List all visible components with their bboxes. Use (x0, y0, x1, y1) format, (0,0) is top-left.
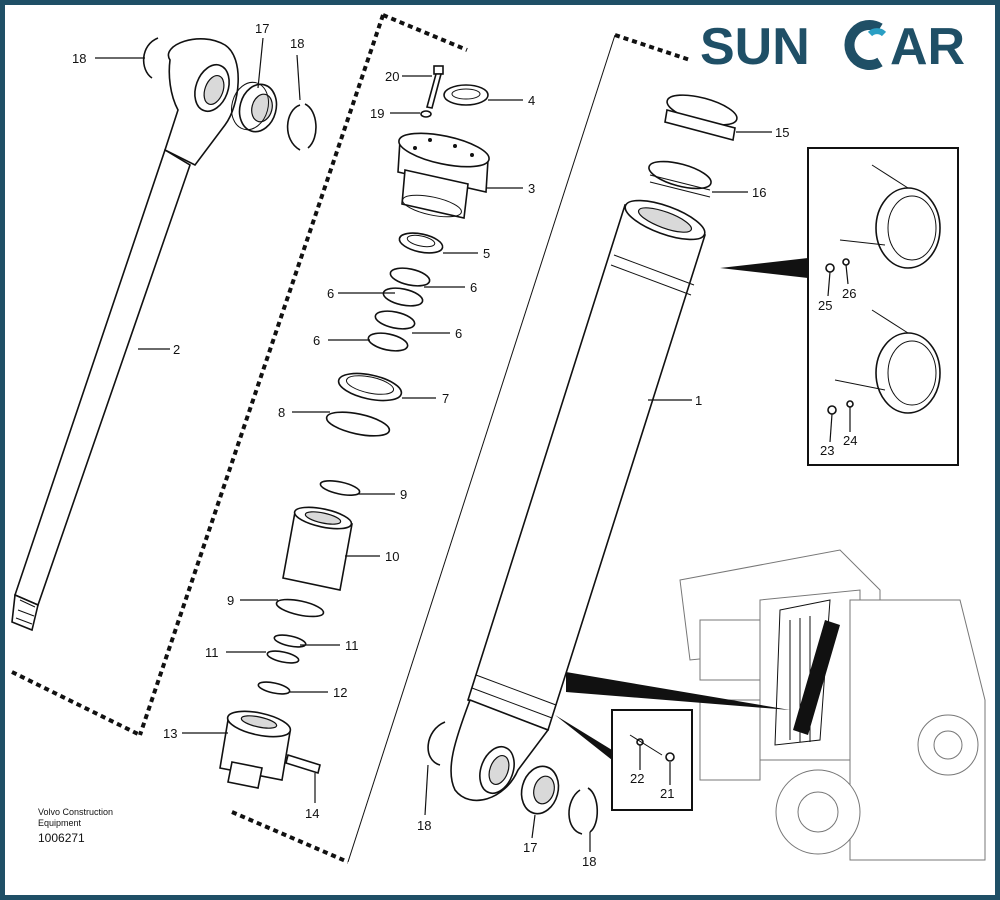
label-1: 1 (695, 393, 702, 408)
circlip-part-18-top-left (142, 37, 159, 79)
cylinder-head-part-3 (397, 132, 490, 219)
seal-part-16 (648, 160, 712, 198)
machine-illustration (566, 549, 986, 861)
detail-box-small-fittings (555, 709, 693, 811)
label-24: 24 (843, 433, 857, 448)
cylinder-tube-part-1 (450, 199, 706, 802)
label-15: 15 (775, 125, 789, 140)
label-18-top-left: 18 (72, 51, 86, 66)
label-6-left-lower: 6 (313, 333, 320, 348)
document-number: 1006271 (38, 831, 85, 845)
dash-top-center (382, 13, 468, 52)
label-16: 16 (752, 185, 766, 200)
divider-left (138, 14, 385, 736)
label-5: 5 (483, 246, 490, 261)
label-6-right-upper: 6 (470, 280, 477, 295)
screw-part-20 (426, 65, 444, 109)
label-7: 7 (442, 391, 449, 406)
label-17-bottom: 17 (523, 840, 537, 855)
logo-c-icon (844, 20, 887, 70)
circlip-part-18-bottom-right (568, 787, 599, 835)
nut-part-13 (219, 710, 292, 789)
seal-part-9-lower (275, 598, 325, 618)
circlip-part-18-top-right (286, 103, 317, 151)
label-8: 8 (278, 405, 285, 420)
label-10: 10 (385, 549, 399, 564)
o-ring-part-8 (325, 411, 391, 437)
label-18-top-right: 18 (290, 36, 304, 51)
label-13: 13 (163, 726, 177, 741)
logo-text-sun: SUN (700, 18, 810, 76)
dash-top-right (614, 33, 691, 62)
label-9-lower: 9 (227, 593, 234, 608)
ring-part-12 (257, 681, 291, 695)
bearing-part-17-bottom (520, 765, 560, 815)
label-2: 2 (173, 342, 180, 357)
label-22: 22 (630, 771, 644, 786)
wear-ring-part-7 (337, 372, 403, 402)
label-6-right-lower: 6 (455, 326, 462, 341)
credit-line-1: Volvo Construction (38, 807, 113, 817)
label-3: 3 (528, 181, 535, 196)
credit-line-2: Equipment (38, 818, 82, 828)
divider-right (347, 34, 616, 863)
label-11-left: 11 (205, 645, 219, 660)
seal-part-4 (443, 84, 489, 106)
logo-text-ar: AR (890, 18, 965, 76)
end-cap-part-15 (664, 94, 738, 141)
suncar-logo: SUN AR (700, 18, 965, 76)
label-21: 21 (660, 786, 674, 801)
label-18-bottom-left: 18 (417, 818, 431, 833)
dash-bottom-center (231, 810, 349, 864)
label-19: 19 (370, 106, 384, 121)
label-26: 26 (842, 286, 856, 301)
label-12: 12 (333, 685, 347, 700)
seal-part-9-upper (319, 480, 361, 496)
label-11-right: 11 (345, 638, 359, 653)
label-20: 20 (385, 69, 399, 84)
label-17-top: 17 (255, 21, 269, 36)
piston-rod-part-2 (11, 37, 239, 632)
pin-part-14 (285, 753, 321, 775)
label-9-upper: 9 (400, 487, 407, 502)
label-18-bottom-right: 18 (582, 854, 596, 869)
label-4: 4 (528, 93, 535, 108)
label-25: 25 (818, 298, 832, 313)
bearing-part-17-top (231, 81, 278, 133)
circlip-part-18-bottom-left (427, 721, 446, 766)
piston-part-10 (282, 506, 353, 591)
dash-bottom-left (11, 670, 141, 737)
washer-part-19 (420, 110, 432, 118)
leader-lines (95, 37, 851, 852)
detail-box-fittings (720, 147, 959, 466)
seal-part-5 (398, 232, 444, 254)
label-6-left-upper: 6 (327, 286, 334, 301)
label-14: 14 (305, 806, 319, 821)
ring-stack-part-6 (367, 267, 431, 352)
label-23: 23 (820, 443, 834, 458)
rings-part-11 (266, 634, 307, 664)
